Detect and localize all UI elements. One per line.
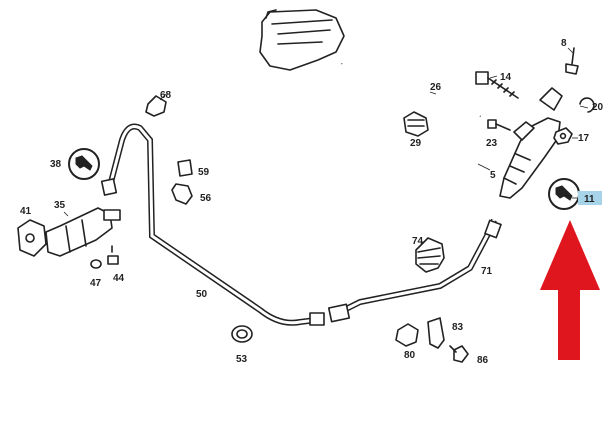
sleeve-59 <box>177 159 193 177</box>
screw-23 <box>487 119 511 131</box>
clip-20 <box>579 97 595 113</box>
part-label-53: 53 <box>236 354 248 365</box>
fluid-reservoir <box>259 9 345 71</box>
wrench-circle-icon <box>68 148 100 180</box>
red-arrow-icon <box>540 220 600 360</box>
stud-8 <box>565 47 579 75</box>
pipe-71 <box>327 218 502 323</box>
grommet-53 <box>231 325 253 343</box>
wrench-circle-icon <box>548 178 580 210</box>
slave-cylinder <box>17 207 121 257</box>
part-label-56: 56 <box>200 193 212 204</box>
part-label-23: 23 <box>486 138 498 149</box>
part-label-35: 35 <box>54 200 66 211</box>
part-label-38: 38 <box>50 159 62 170</box>
part-label-11: 11 <box>584 194 595 205</box>
part-label-74: 74 <box>412 236 424 247</box>
bolt-86 <box>449 345 469 363</box>
pipe-50 <box>100 123 325 326</box>
part-label-5: 5 <box>490 170 496 181</box>
part-label-20: 20 <box>592 102 604 113</box>
part-label-68: 68 <box>160 90 172 101</box>
part-label-17: 17 <box>578 133 590 144</box>
hose-26 <box>340 63 481 118</box>
nut-17 <box>553 127 573 145</box>
part-label-47: 47 <box>90 278 102 289</box>
clamp-56 <box>171 183 193 205</box>
clip-83 <box>427 317 445 349</box>
bushing-68 <box>145 95 167 117</box>
part-label-8: 8 <box>561 38 567 49</box>
part-label-50: 50 <box>196 289 208 300</box>
boot-29 <box>403 111 429 137</box>
part-label-80: 80 <box>404 350 416 361</box>
part-label-41: 41 <box>20 206 32 217</box>
part-label-71: 71 <box>481 266 493 277</box>
part-label-59: 59 <box>198 167 210 178</box>
part-labels: 8 14 20 17 26 29 23 5 11 68 59 56 38 35 … <box>20 38 604 366</box>
bushing-80 <box>395 323 419 347</box>
part-label-86: 86 <box>477 355 489 366</box>
fasteners-47-44 <box>90 245 119 269</box>
leader-lines <box>63 47 589 217</box>
boot-74 <box>415 237 445 273</box>
part-label-44: 44 <box>113 273 125 284</box>
bolt-14 <box>475 71 519 99</box>
part-label-26: 26 <box>430 82 442 93</box>
master-cylinder <box>499 87 563 199</box>
part-label-14: 14 <box>500 72 512 83</box>
part-11-highlight <box>578 191 602 205</box>
part-label-83: 83 <box>452 322 464 333</box>
part-label-29: 29 <box>410 138 422 149</box>
